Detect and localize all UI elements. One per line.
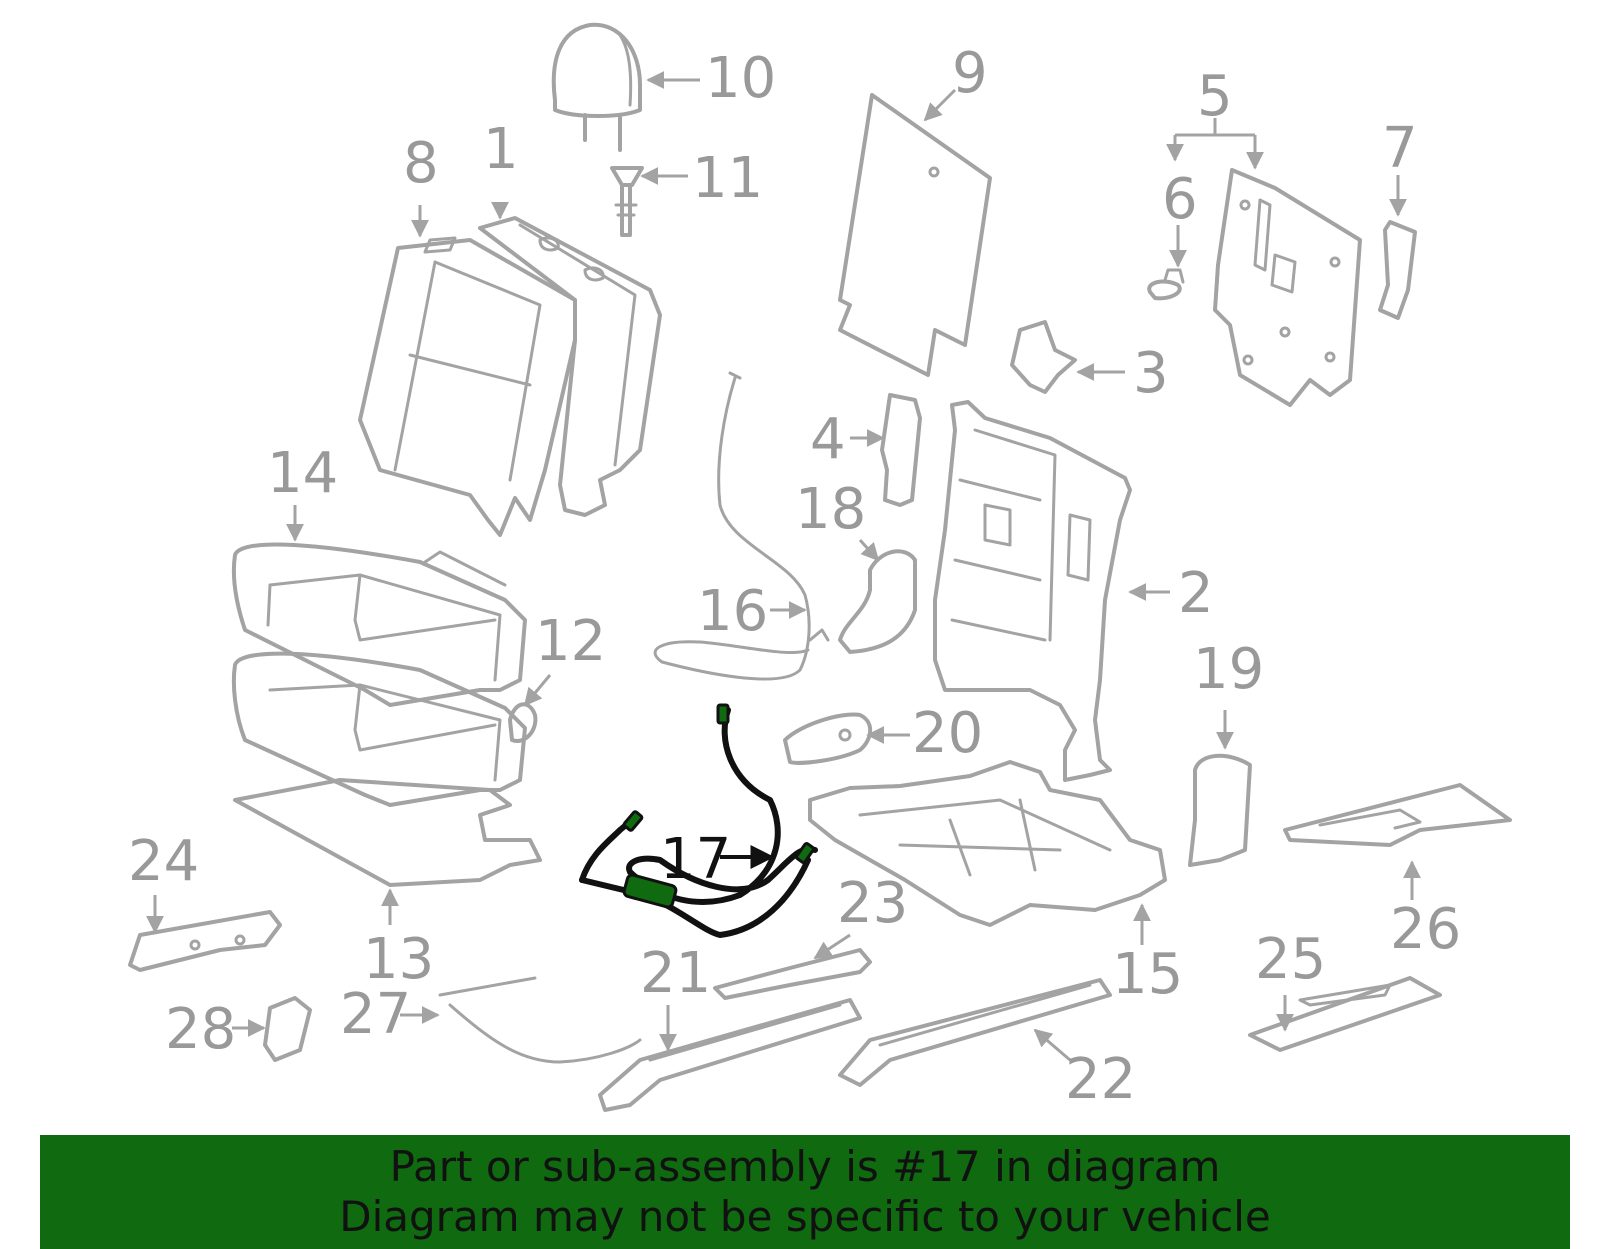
back-panel-part bbox=[1213, 168, 1362, 407]
headrest-part bbox=[551, 22, 642, 152]
seat-track-22-part bbox=[838, 978, 1112, 1087]
callout-17: 17 bbox=[660, 827, 731, 892]
callout-19: 19 bbox=[1193, 637, 1264, 702]
callout-15: 15 bbox=[1112, 942, 1183, 1007]
callout-3: 3 bbox=[1133, 341, 1169, 406]
seatback-cover-part bbox=[358, 236, 577, 537]
bracket-part bbox=[1378, 220, 1417, 320]
callout-20: 20 bbox=[912, 701, 983, 766]
callout-18: 18 bbox=[795, 477, 866, 542]
callout-10: 10 bbox=[705, 46, 776, 111]
hinge-cover-part bbox=[508, 702, 538, 743]
recliner-cover-part bbox=[838, 549, 917, 654]
callout-13: 13 bbox=[363, 927, 434, 992]
cushion-frame-part bbox=[808, 760, 1167, 927]
callout-7: 7 bbox=[1382, 116, 1418, 181]
callout-8: 8 bbox=[403, 131, 439, 196]
pad-plate-25-part bbox=[1248, 976, 1442, 1052]
bracket-28-part bbox=[263, 996, 312, 1062]
release-cable-part bbox=[653, 371, 830, 681]
catch-part bbox=[1010, 320, 1077, 394]
cushion-pad-part bbox=[231, 651, 542, 887]
seatback-pad-part bbox=[478, 216, 662, 517]
callout-28: 28 bbox=[165, 997, 236, 1062]
parts-diagram: 1 2 3 4 5 6 7 8 9 10 11 12 13 14 15 16 1… bbox=[128, 22, 1512, 1112]
handle-part bbox=[783, 712, 873, 765]
clip-part bbox=[1147, 268, 1185, 301]
side-cover-part bbox=[880, 393, 922, 507]
callout-11: 11 bbox=[692, 146, 763, 211]
rod-part bbox=[438, 976, 642, 1064]
info-banner: Part or sub-assembly is #17 in diagram D… bbox=[40, 1135, 1570, 1249]
callout-24: 24 bbox=[128, 829, 199, 894]
callout-23: 23 bbox=[837, 871, 908, 936]
banner-line-2: Diagram may not be specific to your vehi… bbox=[339, 1192, 1271, 1241]
callout-22: 22 bbox=[1065, 1047, 1136, 1112]
callout-9: 9 bbox=[952, 41, 988, 106]
callout-6: 6 bbox=[1162, 167, 1198, 232]
callout-14: 14 bbox=[267, 441, 338, 506]
callout-5: 5 bbox=[1197, 64, 1233, 129]
callout-1: 1 bbox=[483, 117, 519, 182]
seatback-frame-part bbox=[933, 400, 1132, 782]
cushion-cover-part bbox=[231, 542, 527, 707]
callout-4: 4 bbox=[810, 407, 846, 472]
side-cover-19-part bbox=[1188, 753, 1252, 867]
pad-plate-26-part bbox=[1283, 783, 1512, 847]
highlighted-cable-part-17 bbox=[579, 703, 818, 938]
seatback-board-part bbox=[838, 93, 992, 377]
callout-12: 12 bbox=[535, 609, 606, 674]
cover-24-part bbox=[128, 910, 282, 972]
callout-26: 26 bbox=[1390, 897, 1461, 962]
callout-16: 16 bbox=[697, 579, 768, 644]
callout-27: 27 bbox=[340, 982, 411, 1047]
leader-lines bbox=[146, 71, 1421, 1062]
callout-2: 2 bbox=[1178, 561, 1214, 626]
rail-cover-23-part bbox=[713, 948, 872, 1000]
callout-numbers: 1 2 3 4 5 6 7 8 9 10 11 12 13 14 15 16 1… bbox=[128, 41, 1461, 1112]
callout-21: 21 bbox=[640, 941, 711, 1006]
callout-25: 25 bbox=[1255, 927, 1326, 992]
headrest-guide-part bbox=[610, 166, 644, 237]
banner-line-1: Part or sub-assembly is #17 in diagram bbox=[389, 1142, 1221, 1191]
seat-track-21-part bbox=[598, 998, 862, 1112]
